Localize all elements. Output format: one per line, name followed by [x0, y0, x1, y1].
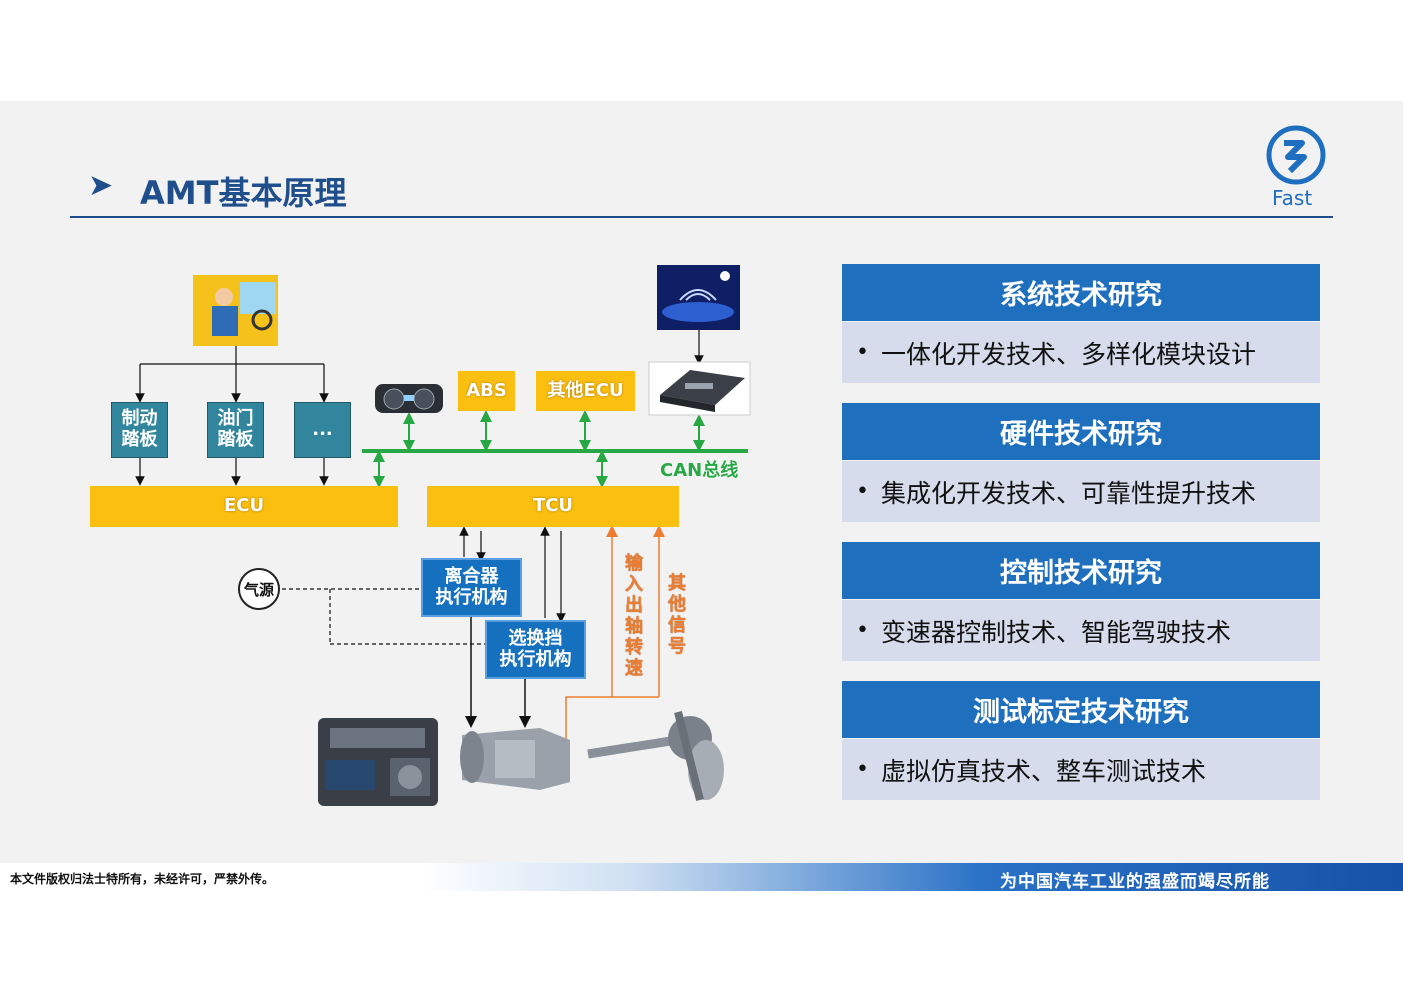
- other-pedal-box: ...: [294, 402, 351, 458]
- panel-system-head: 系统技术研究: [842, 264, 1320, 321]
- panel-hardware-text: 集成化开发技术、可靠性提升技术: [880, 478, 1256, 508]
- panel-hardware-head: 硬件技术研究: [842, 403, 1320, 460]
- title-divider: [70, 216, 1333, 218]
- other-ecu-box: 其他ECU: [536, 371, 635, 411]
- panel-testing-body: • 虚拟仿真技术、整车测试技术: [842, 739, 1320, 800]
- footer-slogan: 为中国汽车工业的强盛而竭尽所能: [1000, 872, 1270, 892]
- panel-system-text: 一体化开发技术、多样化模块设计: [880, 339, 1256, 369]
- panel-control-body: • 变速器控制技术、智能驾驶技术: [842, 600, 1320, 661]
- driver-image: [193, 275, 278, 346]
- bullet-icon: •: [856, 757, 869, 782]
- bullet-icon: •: [856, 340, 869, 365]
- page-title: AMT基本原理: [140, 174, 347, 212]
- clutch-actuator-box: 离合器 执行机构: [421, 558, 522, 617]
- air-source-circle: 气源: [238, 568, 280, 610]
- tcu-box: TCU: [427, 486, 679, 527]
- footer-copyright: 本文件版权归法士特所有，未经许可，严禁外传。: [10, 872, 275, 886]
- brake-pedal-box: 制动 踏板: [111, 402, 168, 458]
- engine-image: [318, 718, 438, 806]
- panel-control-text: 变速器控制技术、智能驾驶技术: [880, 617, 1231, 647]
- ecu-box: ECU: [90, 486, 398, 527]
- other-signal-label: 其他信号: [668, 573, 686, 657]
- panel-testing-text: 虚拟仿真技术、整车测试技术: [880, 756, 1206, 786]
- fast-logo-icon: [1266, 125, 1326, 185]
- shift-actuator-box: 选换挡 执行机构: [485, 620, 586, 679]
- axle-image: [587, 711, 724, 801]
- panel-hardware-body: • 集成化开发技术、可靠性提升技术: [842, 461, 1320, 522]
- gearbox-image: [460, 728, 570, 790]
- panel-testing-head: 测试标定技术研究: [842, 681, 1320, 738]
- footer-bar: [0, 863, 1403, 891]
- dashboard-image: [375, 384, 443, 413]
- telematics-device-image: [648, 361, 751, 416]
- can-bus-label: CAN总线: [660, 460, 739, 481]
- logo-text: Fast: [1272, 186, 1313, 210]
- bullet-icon: •: [856, 479, 869, 504]
- title-marker: ➤: [88, 168, 114, 203]
- io-speed-label: 输入出轴转速: [625, 553, 643, 679]
- panel-system-body: • 一体化开发技术、多样化模块设计: [842, 322, 1320, 383]
- abs-box: ABS: [458, 371, 515, 411]
- panel-control-head: 控制技术研究: [842, 542, 1320, 599]
- throttle-pedal-box: 油门 踏板: [207, 402, 264, 458]
- bullet-icon: •: [856, 618, 869, 643]
- satellite-image: [657, 265, 740, 330]
